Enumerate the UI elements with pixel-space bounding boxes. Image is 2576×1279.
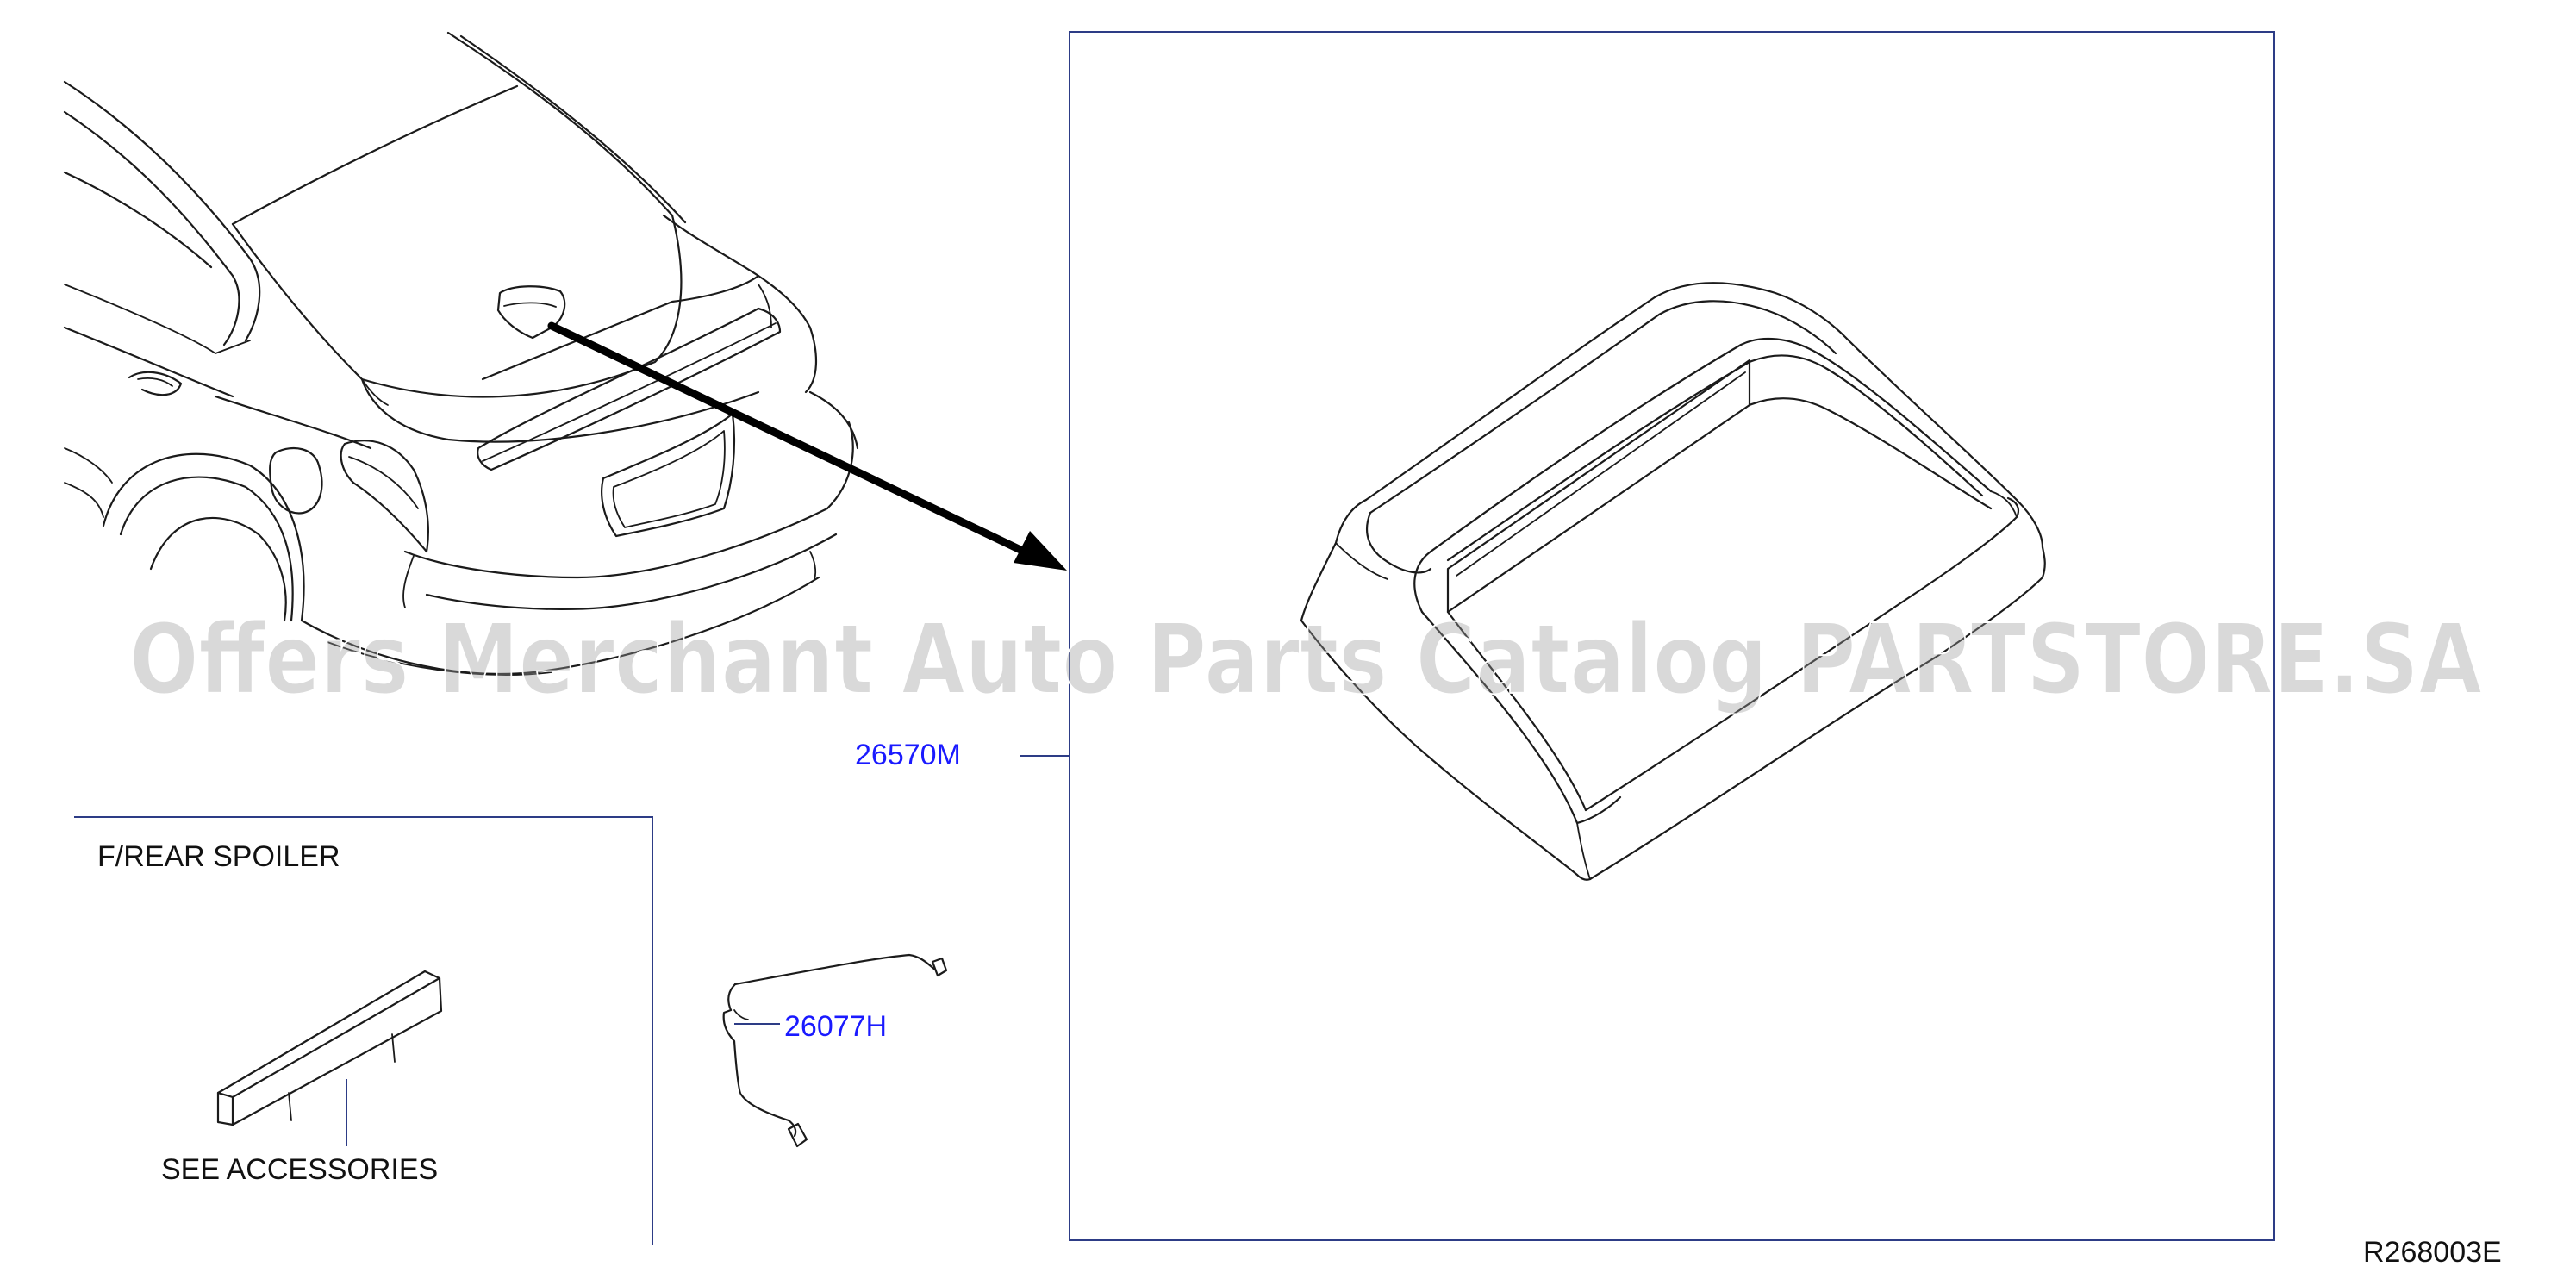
watermark-text: Offers Merchant Auto Parts Catalog PARTS…	[129, 604, 2482, 716]
part-number-label[interactable]: 26570M	[855, 739, 961, 771]
part-callout-26077h[interactable]: 26077H	[779, 1004, 934, 1044]
pointer-arrow	[547, 321, 1067, 571]
rear-spoiler-drawing	[216, 970, 443, 1146]
car-rear-illustration	[63, 31, 859, 676]
part-callout-26570m[interactable]: 26570M	[849, 733, 1008, 772]
inset-title: F/REAR SPOILER	[97, 840, 340, 873]
detail-view-frame	[1069, 31, 2275, 1241]
inset-spoiler-frame	[74, 816, 653, 1245]
diagram-code: R268003E	[2363, 1236, 2502, 1269]
part-number-label[interactable]: 26077H	[784, 1010, 887, 1043]
wire-harness-drawing	[722, 953, 948, 1148]
see-accessories-note: SEE ACCESSORIES	[161, 1153, 438, 1186]
high-mount-stop-lamp-drawing	[1300, 282, 2046, 881]
